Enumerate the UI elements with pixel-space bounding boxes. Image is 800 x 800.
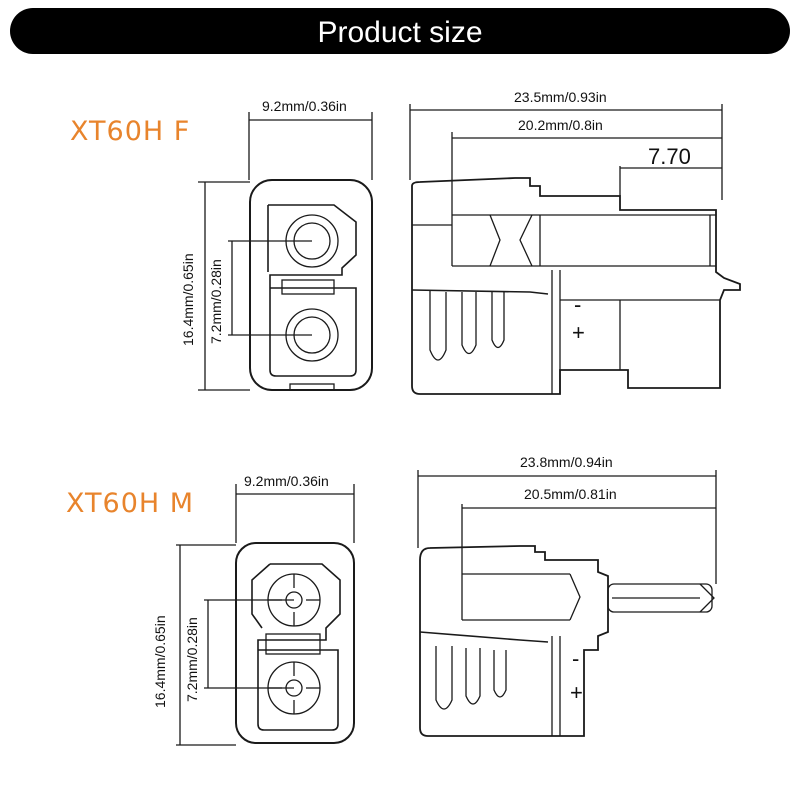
male-minus-marking: - [572,646,580,671]
female-total-length-label: 23.5mm/0.93in [514,89,607,105]
male-total-length-label: 23.8mm/0.94in [520,454,613,470]
female-body-length-label: 20.2mm/0.8in [518,117,603,133]
male-side-view [419,545,715,737]
female-plus-marking: + [572,320,585,345]
male-plus-marking: + [570,680,583,705]
female-width-label: 9.2mm/0.36in [262,98,347,114]
model-label-male: XT60H M [66,488,195,519]
title-banner: Product size [10,8,790,54]
female-side-view [411,177,741,395]
male-pin-spacing-label: 7.2mm/0.28in [184,617,200,702]
male-width-label: 9.2mm/0.36in [244,473,329,489]
male-front-view [235,542,355,744]
female-pin-length-label: 7.70 [648,144,691,169]
page-title: Product size [317,16,483,49]
female-front-view [249,179,373,391]
female-height-label: 16.4mm/0.65in [180,253,196,346]
female-minus-marking: - [574,292,582,317]
female-pin-spacing-label: 7.2mm/0.28in [208,259,224,344]
male-height-label: 16.4mm/0.65in [152,615,168,708]
male-body-length-label: 20.5mm/0.81in [524,486,617,502]
model-label-female: XT60H F [70,116,191,147]
